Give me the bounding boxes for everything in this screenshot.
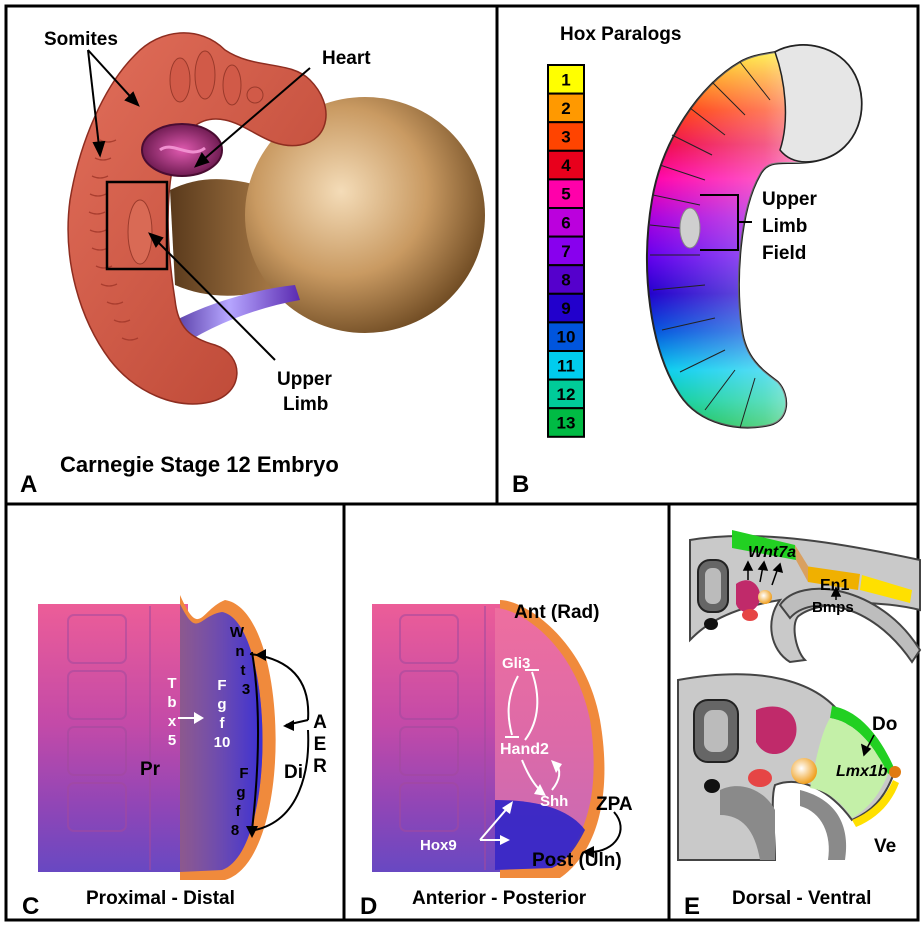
hox-paralog-label: 12 xyxy=(557,385,576,404)
tbx5-letter: 5 xyxy=(168,732,176,749)
hox-paralog-label: 8 xyxy=(561,271,570,290)
lmx1b-label: Lmx1b xyxy=(836,763,888,780)
upper-limb-bud xyxy=(128,200,152,264)
aer-letter: E xyxy=(314,734,327,755)
aer-letter: R xyxy=(313,756,327,777)
tbx5-letter: b xyxy=(167,694,176,711)
wnt3-letter: t xyxy=(241,662,246,679)
hox-paralog-label: 2 xyxy=(561,99,570,118)
panel-a-title: Carnegie Stage 12 Embryo xyxy=(60,452,339,477)
fgf10-letter: 10 xyxy=(214,734,231,751)
panel-e: Wnt7a En1 Bmps Do Lmx1b Ve Dorsal - Vent… xyxy=(678,530,920,920)
ventral-label: Ve xyxy=(874,836,896,857)
gli3-label: Gli3 xyxy=(502,655,530,672)
e-upper-glow xyxy=(758,590,772,604)
shh-label: Shh xyxy=(540,793,568,810)
e-lower-glow xyxy=(791,758,817,784)
aer-label: AER xyxy=(313,712,327,777)
zpa-label: ZPA xyxy=(596,794,633,815)
hox-paralog-label: 9 xyxy=(561,299,570,318)
fgf8-letter: g xyxy=(236,784,245,801)
hox-paralog-label: 10 xyxy=(557,328,576,347)
hand2-label: Hand2 xyxy=(500,741,549,758)
fgf8-letter: 8 xyxy=(231,822,239,839)
posterior-label: Post (Uln) xyxy=(532,850,622,871)
upper-limb-label-line2: Limb xyxy=(283,394,328,415)
panel-e-caption: Dorsal - Ventral xyxy=(732,888,871,909)
upper-limb-label-line1: Upper xyxy=(277,369,333,390)
hox-paralog-label: 6 xyxy=(561,213,570,232)
fgf8-letter: F xyxy=(239,765,248,782)
bmps-label: Bmps xyxy=(812,599,854,616)
hox-paralog-label: 5 xyxy=(561,185,570,204)
panel-c-caption: Proximal - Distal xyxy=(86,888,235,909)
panel-d-letter: D xyxy=(360,893,377,920)
wnt3-letter: W xyxy=(230,624,245,641)
panel-a-letter: A xyxy=(20,471,37,498)
fgf10-letter: F xyxy=(217,677,226,694)
e-lower-notochord xyxy=(704,779,720,793)
panel-e-letter: E xyxy=(684,893,700,920)
hox-paralogs-title: Hox Paralogs xyxy=(560,24,681,45)
panel-b-letter: B xyxy=(512,471,529,498)
hox-paralog-label: 3 xyxy=(561,128,570,147)
wnt7a-label: Wnt7a xyxy=(748,544,796,561)
distal-label: Di xyxy=(284,762,303,783)
upper-limb-field-label-3: Field xyxy=(762,243,806,264)
hox-paralog-label: 13 xyxy=(557,414,576,433)
panel-d: Gli3 Hand2 Shh Hox9 Ant (Rad) Post (Uln)… xyxy=(360,600,633,920)
hox-paralog-label: 11 xyxy=(557,356,575,375)
fgf10-letter: g xyxy=(217,696,226,713)
tbx5-letter: T xyxy=(167,675,176,692)
proximal-label: Pr xyxy=(140,759,161,780)
hox-embryo-head-grey xyxy=(775,45,862,162)
hox9-label: Hox9 xyxy=(420,837,457,854)
wnt3-letter: 3 xyxy=(242,681,250,698)
hox-paralog-label: 4 xyxy=(561,156,571,175)
somites-label: Somites xyxy=(44,29,118,50)
panel-a: Somites Heart Upper Limb Carnegie Stage … xyxy=(20,29,485,498)
panel-c-letter: C xyxy=(22,893,39,920)
e-upper-notochord xyxy=(704,618,718,630)
hox-paralog-label: 7 xyxy=(561,242,570,261)
aer-letter: A xyxy=(313,712,327,733)
hox-limb-bud xyxy=(680,208,700,248)
upper-limb-field-label-1: Upper xyxy=(762,189,818,210)
dorsal-label: Do xyxy=(872,714,897,735)
anterior-label: Ant (Rad) xyxy=(514,602,599,623)
panel-d-caption: Anterior - Posterior xyxy=(412,888,587,909)
upper-limb-field-label-2: Limb xyxy=(762,216,807,237)
heart-label: Heart xyxy=(322,48,371,69)
wnt3-letter: n xyxy=(235,643,244,660)
hox-paralog-label: 1 xyxy=(561,70,570,89)
tbx5-letter: x xyxy=(168,713,177,730)
en1-label: En1 xyxy=(820,577,849,594)
